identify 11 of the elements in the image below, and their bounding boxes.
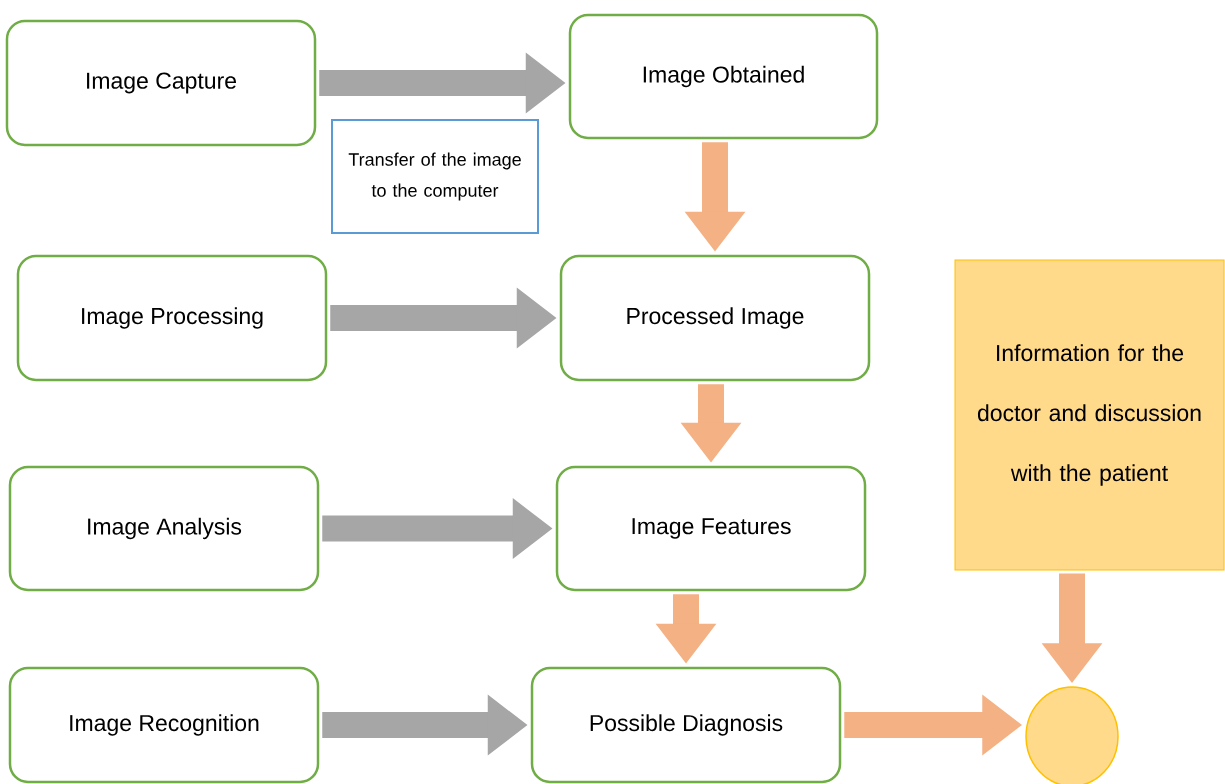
process-box: Image Capture [5, 19, 317, 147]
process-box: Processed Image [559, 254, 871, 382]
process-box: Image Features [555, 465, 867, 592]
process-box: Image Analysis [8, 465, 320, 592]
info-box: Information for the doctor and discussion with the patient [954, 259, 1225, 571]
process-box: Image Obtained [568, 13, 879, 140]
note-box: Transfer of the image to the computer [331, 119, 539, 234]
process-box: Possible Diagnosis [530, 666, 842, 784]
circle [1025, 686, 1119, 784]
process-box: Image Processing [16, 254, 328, 382]
process-box: Image Recognition [8, 666, 320, 784]
